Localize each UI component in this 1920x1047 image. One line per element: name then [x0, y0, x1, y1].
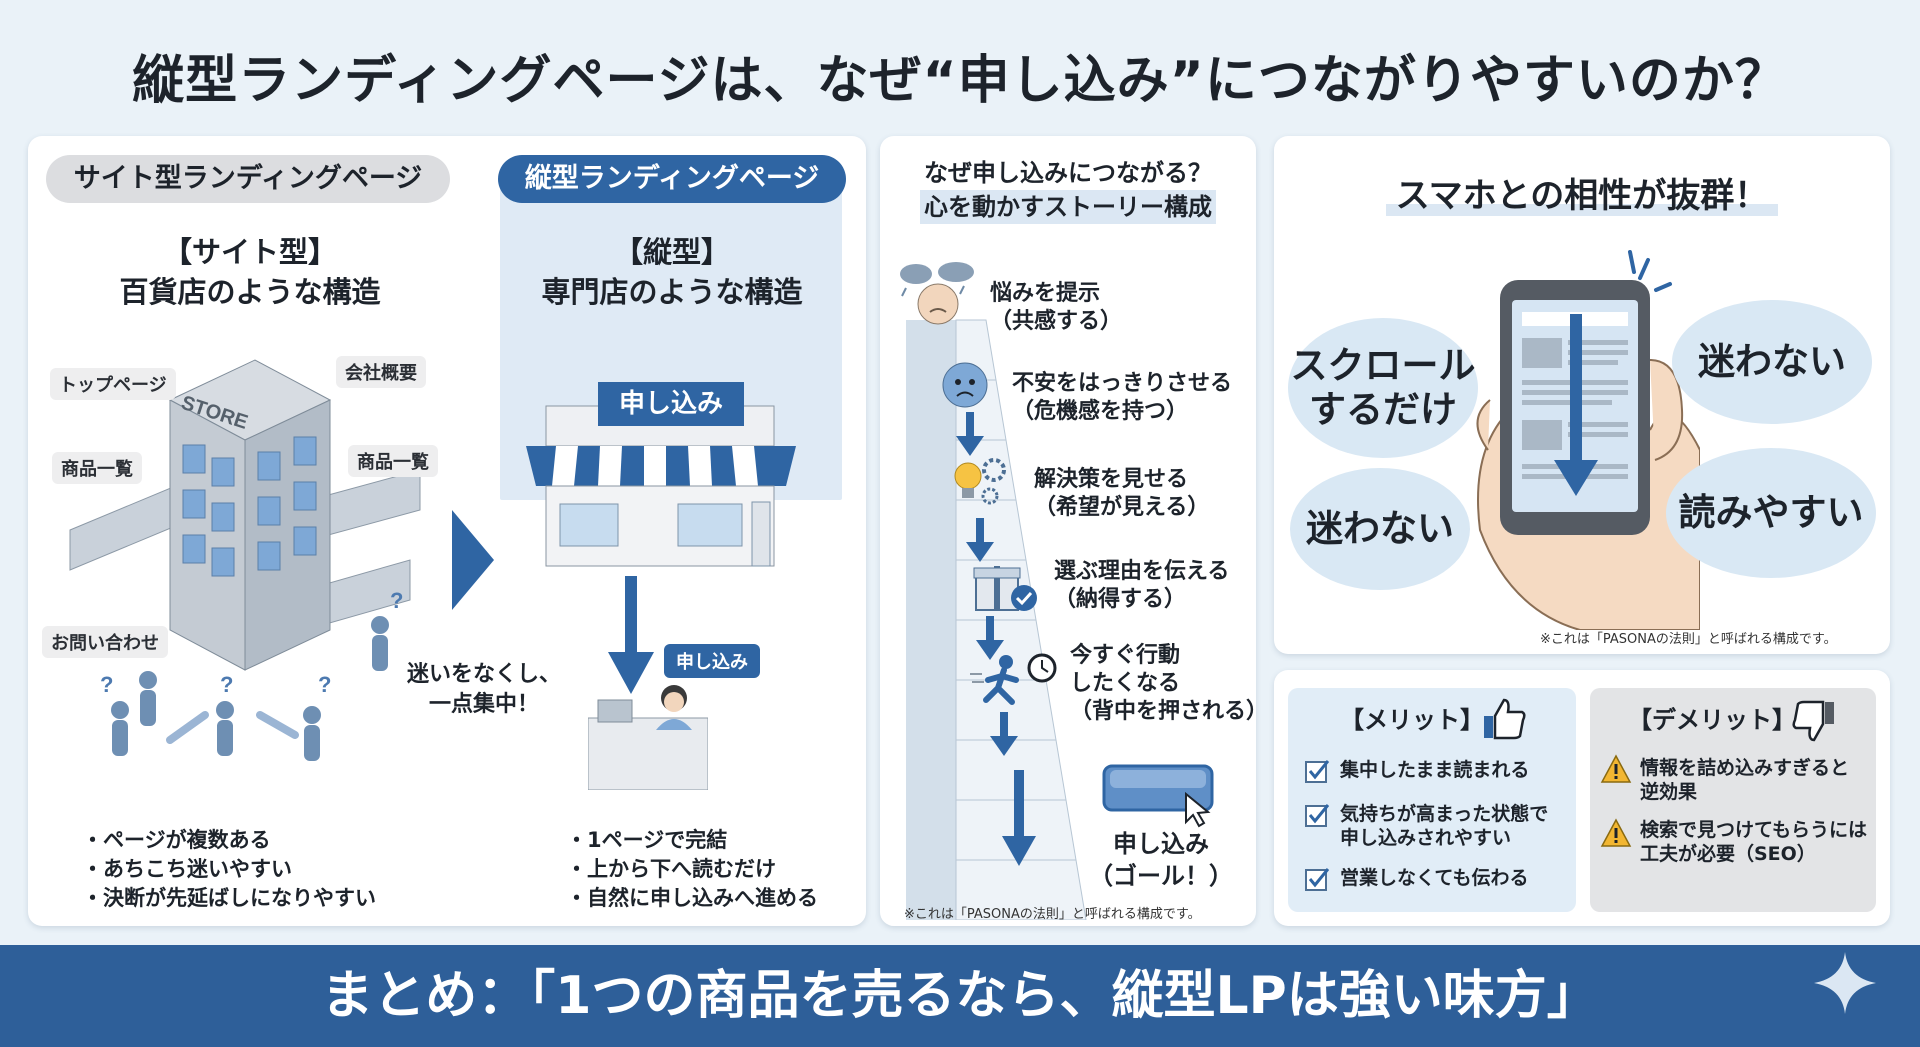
- worried-face-icon: [942, 362, 988, 408]
- list-item: 決断が先延ばしになりやすい: [82, 884, 376, 913]
- vertical-type-bullets: 1ページで完結 上から下へ読むだけ 自然に申し込みへ進める: [566, 826, 818, 913]
- counter-badge: 申し込み: [664, 644, 760, 678]
- smartphone-heading: スマホとの相性が抜群！: [1354, 172, 1810, 220]
- lightbulb-gear-icon: [954, 458, 1006, 505]
- svg-text:?: ?: [318, 672, 331, 697]
- page-title: 縦型ランディングページは、なぜ“申し込み”につながりやすいのか？: [132, 51, 1788, 111]
- smartphone-hand-icon: [1476, 250, 1700, 630]
- list-item: 上から下へ読むだけ: [566, 855, 818, 884]
- checkbox-icon: [1305, 804, 1330, 827]
- demerit-box: [1590, 688, 1876, 912]
- vertical-type-heading: 【縦型】 専門店のような構造: [541, 235, 803, 309]
- thumbs-up-icon: [1484, 698, 1526, 740]
- list-item: 1ページで完結: [566, 826, 818, 855]
- story-step-5: 今すぐ行動したくなる（背中を押される）: [1070, 643, 1269, 724]
- site-type-bullets: ページが複数ある あちこち迷いやすい 決断が先延ばしになりやすい: [82, 826, 376, 913]
- running-clock-icon: [970, 653, 1057, 705]
- merit-box: [1288, 688, 1576, 912]
- bubble-readable: 読みやすい: [1666, 448, 1876, 578]
- bubble-scroll: スクロールするだけ: [1288, 318, 1478, 458]
- smartphone-note: ※これは「PASONAの法則」と呼ばれる構成です。: [1540, 632, 1837, 647]
- checkbox-icon: [1305, 760, 1330, 783]
- merit-item: 集中したまま読まれる: [1340, 759, 1530, 781]
- story-step-3: 解決策を見せる（希望が見える）: [1034, 467, 1210, 520]
- label-company: 会社概要: [336, 356, 426, 388]
- story-goal: 申し込み （ゴール！）: [1089, 830, 1233, 890]
- site-type-pill: サイト型ランディングページ: [46, 155, 450, 203]
- store-building-icon: STORE ????: [69, 359, 421, 761]
- merit-item: 営業しなくても伝わる: [1340, 867, 1529, 889]
- chevron-right-icon: [452, 510, 494, 610]
- svg-text:?: ?: [390, 588, 403, 613]
- story-step-4: 選ぶ理由を伝える（納得する）: [1054, 559, 1230, 612]
- label-contact: お問い合わせ: [42, 626, 168, 658]
- list-item: 自然に申し込みへ進める: [566, 884, 818, 913]
- summary-banner: まとめ：「1つの商品を売るなら、縦型LPは強い味方」: [0, 945, 1920, 1047]
- thumbs-down-icon: [1792, 700, 1834, 742]
- vertical-type-pill: 縦型ランディングページ: [498, 155, 846, 203]
- rain-cloud-icon: [900, 262, 974, 325]
- staircase-icon: [906, 319, 1087, 920]
- demerit-item: 情報を詰め込みすぎると逆効果: [1640, 757, 1850, 803]
- svg-text:?: ?: [100, 672, 113, 697]
- merit-item: 気持ちが高まった状態で申し込みされやすい: [1340, 803, 1549, 849]
- gift-check-icon: [973, 566, 1037, 611]
- story-heading: なぜ申し込みにつながる？ 心を動かすストーリー構成: [890, 156, 1246, 224]
- demerit-title: 【デメリット】: [1628, 706, 1796, 734]
- story-step-2: 不安をはっきりさせる（危機感を持つ）: [1012, 371, 1233, 424]
- label-top-page: トップページ: [50, 368, 176, 400]
- svg-text:?: ?: [220, 672, 233, 697]
- bubble-no-confusion-top: 迷わない: [1672, 300, 1872, 424]
- warning-icon: [1600, 754, 1632, 783]
- site-type-heading: 【サイト型】 百貨店のような構造: [119, 235, 381, 309]
- label-products-right: 商品一覧: [348, 445, 438, 477]
- sparkle-icon: [1814, 952, 1876, 1014]
- bubble-no-confusion-bottom: 迷わない: [1290, 468, 1470, 590]
- merit-title: 【メリット】: [1340, 706, 1484, 734]
- story-note: ※これは「PASONAの法則」と呼ばれる構成です。: [904, 907, 1201, 922]
- list-item: あちこち迷いやすい: [82, 855, 376, 884]
- warning-icon: [1600, 818, 1632, 847]
- list-item: ページが複数ある: [82, 826, 376, 855]
- story-step-1: 悩みを提示（共感する）: [990, 281, 1123, 334]
- label-products-left: 商品一覧: [52, 452, 142, 484]
- checkbox-icon: [1305, 868, 1330, 891]
- down-arrow-icon: [608, 576, 654, 694]
- shop-sign: 申し込み: [598, 382, 744, 426]
- apply-button-icon: [1102, 764, 1214, 828]
- cashier-icon: [588, 685, 708, 790]
- focus-text: 迷いをなくし、 一点集中！: [406, 662, 561, 717]
- demerit-item: 検索で見つけてもらうには工夫が必要（SEO）: [1640, 819, 1868, 865]
